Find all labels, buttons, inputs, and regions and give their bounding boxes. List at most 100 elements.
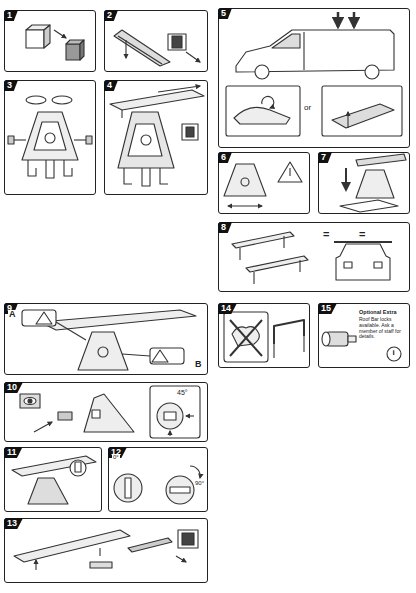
cover-and-key xyxy=(20,386,200,438)
drawing-part xyxy=(178,530,198,548)
drawing-part xyxy=(118,112,174,168)
step-panel: 9 xyxy=(4,303,208,375)
drawing-part xyxy=(128,124,162,156)
drawing-part xyxy=(289,168,290,176)
drawing-part xyxy=(164,412,176,420)
drawing-part xyxy=(186,415,194,416)
drawing-part xyxy=(365,65,379,79)
drawing-part xyxy=(353,12,356,27)
drawing-part xyxy=(8,12,406,570)
drawing-part xyxy=(322,332,330,346)
drawing-part xyxy=(340,200,398,212)
drawing-part xyxy=(332,104,394,128)
step-number: 3 xyxy=(4,80,18,91)
drawing-part xyxy=(356,170,394,198)
drawing-part xyxy=(344,262,352,268)
drawing-part xyxy=(262,96,274,108)
drawing-part xyxy=(168,34,186,50)
drawing-part xyxy=(272,34,300,48)
step-panel: 1 xyxy=(4,10,96,72)
step-number: 8 xyxy=(218,222,232,233)
drawing-part xyxy=(239,248,240,260)
drawing-part xyxy=(170,487,190,493)
drawing-part xyxy=(190,466,200,478)
step-number: 7 xyxy=(318,152,332,163)
drawing-part xyxy=(176,556,186,562)
step-panel: 15Optional ExtraRoof Bar locks available… xyxy=(318,303,410,368)
drawing-part xyxy=(273,344,274,358)
step-panel: 7 xyxy=(318,152,410,214)
foot-adjust xyxy=(224,162,302,206)
drawing-part xyxy=(45,133,55,143)
step-number: 11 xyxy=(4,447,23,458)
info-symbol: i xyxy=(392,349,396,358)
rail-strip xyxy=(114,30,200,66)
drawing-part xyxy=(56,322,86,340)
drawing-part xyxy=(24,398,36,405)
drawing-part xyxy=(337,12,340,27)
drawing-part xyxy=(54,30,66,38)
drawing-part xyxy=(150,348,184,364)
end-caps xyxy=(14,530,198,570)
drawing-part xyxy=(166,476,194,504)
drawing-part xyxy=(26,30,44,48)
drawing-part xyxy=(255,65,269,79)
drawing-part xyxy=(274,320,304,344)
drawing-part xyxy=(52,96,72,104)
drawing-part xyxy=(78,332,128,370)
drawing-part xyxy=(14,530,130,562)
drawing-part xyxy=(28,399,32,403)
step-number: 13 xyxy=(4,518,23,529)
step-number: 10 xyxy=(4,382,23,393)
step-panel: 11 xyxy=(4,447,102,512)
callout-label: 90° xyxy=(194,480,205,487)
drawing-part xyxy=(28,478,68,504)
drawing-part xyxy=(303,32,304,70)
drawing-part xyxy=(228,205,262,206)
drawing-part xyxy=(44,25,50,48)
drawing-part xyxy=(125,40,126,58)
step-number: 1 xyxy=(4,10,18,21)
drawing-part xyxy=(8,136,14,144)
callout-label: A xyxy=(8,310,17,320)
drawing-part xyxy=(150,386,200,438)
drawing-part xyxy=(152,350,168,362)
drawing-part xyxy=(122,354,150,356)
drawing-part xyxy=(12,456,96,476)
drawing-part xyxy=(34,122,66,150)
callout-label: B xyxy=(194,360,203,370)
drawing-part xyxy=(114,474,142,502)
drawing-part xyxy=(230,320,262,356)
drawing-part xyxy=(84,394,134,432)
drawing-part xyxy=(99,548,100,556)
callout-label: = xyxy=(322,228,330,240)
drawing-part xyxy=(345,168,347,190)
step-number: 15 xyxy=(318,303,337,314)
drawing-part xyxy=(224,312,268,362)
drawing-part xyxy=(36,312,52,324)
van-illustration xyxy=(226,12,402,136)
drawing-part xyxy=(66,44,80,60)
foot-pack xyxy=(8,96,92,178)
drawing-part xyxy=(230,320,262,356)
tighten-foot xyxy=(22,310,196,370)
drawing-part xyxy=(141,135,151,145)
lock-turn xyxy=(114,466,200,504)
drawing-part xyxy=(35,560,36,570)
drawing-part xyxy=(34,422,52,432)
drawing-part xyxy=(22,112,78,160)
drawing-part xyxy=(158,86,200,92)
drawing-part xyxy=(356,154,406,166)
bar-end xyxy=(26,25,84,60)
drawing-part xyxy=(90,562,112,568)
step-panel: 14 xyxy=(218,303,310,368)
drawing-part xyxy=(80,40,84,60)
drawing-part xyxy=(86,136,92,144)
drawing-part xyxy=(241,178,249,186)
drawing-part xyxy=(224,164,266,196)
step-number: 4 xyxy=(104,80,118,91)
drawing-part xyxy=(98,347,108,357)
step-number: 5 xyxy=(218,8,232,19)
drawing-part xyxy=(186,52,200,62)
